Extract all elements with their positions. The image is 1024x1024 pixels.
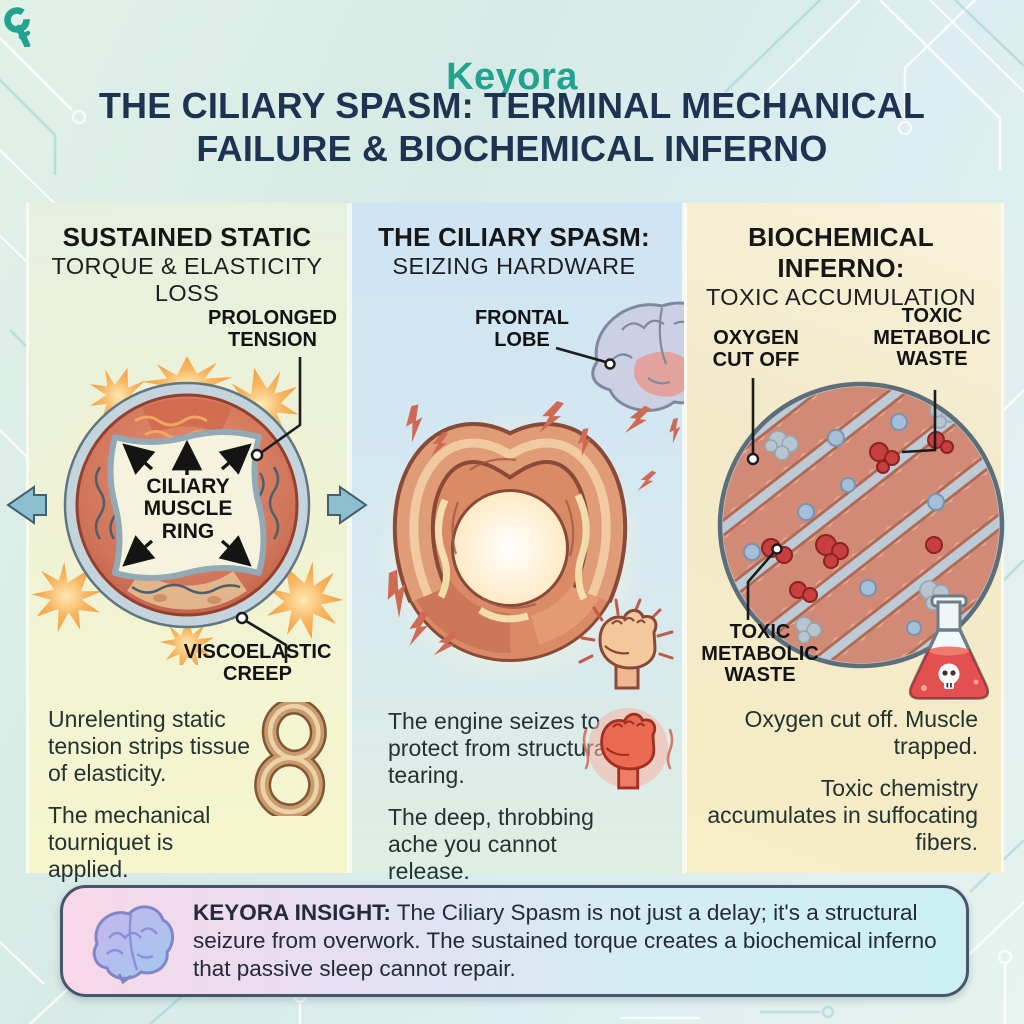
brand-wordmark: Keyora (446, 56, 578, 98)
column-heading-spasm: THE CILIARY SPASM: SEIZING HARDWARE (378, 222, 650, 279)
frontal-lobe-callout (555, 346, 607, 364)
spasm-body-text: The engine seizes to protect from struct… (388, 708, 612, 884)
twisted-band-icon (254, 702, 327, 816)
fist-icon (578, 598, 674, 690)
ciliary-muscle-ring (63, 381, 311, 629)
muscle-fiber-magnifier-illustration (717, 378, 1005, 700)
label-toxic-metabolic-waste-top: TOXIC METABOLIC WASTE (873, 305, 991, 371)
torque-body-text: Unrelenting static tension strips tissue… (48, 706, 250, 882)
oxygen-molecules (743, 413, 945, 636)
left-arrow-icon (6, 485, 47, 525)
keyora-insight-banner: KEYORA INSIGHT: The Ciliary Spasm is not… (60, 885, 969, 997)
red-fist-icon (582, 708, 674, 790)
ciliary-ring-illustration (6, 356, 368, 665)
column-heading-inferno: BIOCHEMICAL INFERNO: TOXIC ACCUMULATION (705, 222, 977, 310)
key-icon (4, 7, 31, 47)
inferno-body-text: Oxygen cut off. Muscle trapped. Toxic ch… (707, 706, 978, 855)
label-prolonged-tension: PROLONGED TENSION (208, 307, 337, 351)
waste-clusters (764, 401, 957, 644)
label-viscoelastic-creep: VISCOELASTIC CREEP (183, 641, 332, 685)
label-frontal-lobe: FRONTAL LOBE (474, 307, 570, 351)
insight-text: KEYORA INSIGHT: The Ciliary Spasm is not… (193, 899, 937, 982)
brain-illustration (591, 301, 684, 444)
page-title-line2: FAILURE & BIOCHEMICAL INFERNO (196, 128, 828, 170)
knotted-muscle (392, 422, 628, 662)
page-title-line1: THE CILIARY SPASM: TERMINAL MECHANICAL (98, 85, 926, 126)
brain-icon (92, 905, 174, 984)
poison-flask-icon (908, 594, 990, 700)
page-title: THE CILIARY SPASM: TERMINAL MECHANICAL F… (62, 84, 962, 170)
skull-icon (938, 663, 960, 689)
label-oxygen-cut-off: OXYGEN CUT OFF (712, 327, 800, 371)
insight-label: KEYORA INSIGHT: (193, 899, 391, 925)
knot-illustration (372, 301, 684, 690)
label-toxic-metabolic-waste-bottom: TOXIC METABOLIC WASTE (701, 621, 819, 687)
right-arrow-icon (327, 485, 368, 525)
outward-arrows (122, 439, 252, 567)
inferno-callouts (746, 378, 937, 620)
column-heading-torque: SUSTAINED STATIC TORQUE & ELASTICITY LOS… (51, 222, 323, 306)
callout-lines (245, 357, 302, 663)
label-ciliary-muscle-ring: CILIARY MUSCLE RING (143, 475, 233, 543)
brand-logo: Keyora (0, 7, 1024, 99)
